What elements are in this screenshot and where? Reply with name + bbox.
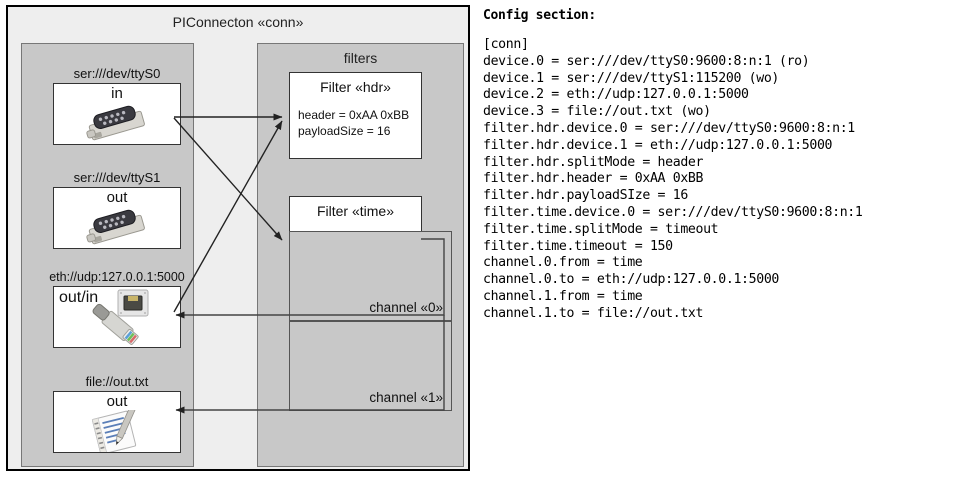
device-ttys0[interactable]: ser:///dev/ttyS0 in — [53, 66, 181, 145]
config-line: filter.hdr.header = 0xAA 0xBB — [483, 171, 704, 187]
device-file[interactable]: file://out.txt out — [53, 374, 181, 453]
config-line: device.3 = file://out.txt (wo) — [483, 104, 711, 120]
config-line: channel.0.from = time — [483, 255, 643, 271]
device-file-box[interactable]: out — [53, 391, 181, 453]
device-eth-label: eth://udp:127.0.0.1:5000 — [49, 270, 185, 284]
device-file-direction: out — [106, 393, 128, 410]
device-ttys1-direction: out — [106, 189, 128, 206]
config-line: filter.time.splitMode = timeout — [483, 221, 719, 237]
filter-hdr-properties: header = 0xAA 0xBB payloadSize = 16 — [298, 107, 421, 139]
config-section-heading: Config section: — [483, 8, 596, 23]
device-ttys1-box[interactable]: out — [53, 187, 181, 249]
filter-hdr-prop-header: header = 0xAA 0xBB — [298, 108, 410, 122]
config-line: device.0 = ser:///dev/ttyS0:9600:8:n:1 (… — [483, 53, 810, 69]
diagram-title: PIConnecton «conn» — [172, 14, 304, 30]
config-line: [conn] — [483, 37, 529, 52]
device-ttys1[interactable]: ser:///dev/ttyS1 out — [53, 170, 181, 249]
config-line: filter.time.timeout = 150 — [483, 238, 673, 254]
device-eth[interactable]: eth://udp:127.0.0.1:5000 out/in — [49, 270, 185, 348]
channel-0-label: channel «0» — [369, 300, 443, 315]
filter-time-title: Filter «time» — [316, 203, 395, 219]
config-line: filter.time.device.0 = ser:///dev/ttyS0:… — [483, 204, 863, 220]
config-line: channel.1.to = file://out.txt — [483, 305, 704, 321]
serial-port-icon — [86, 105, 145, 141]
config-line: filter.hdr.device.1 = eth://udp:127.0.0.… — [483, 137, 833, 153]
device-file-label: file://out.txt — [85, 374, 149, 389]
channel-0[interactable]: channel «0» — [289, 231, 452, 321]
serial-port-icon — [86, 209, 145, 245]
device-eth-box[interactable]: out/in — [53, 286, 181, 348]
filter-hdr-prop-payloadsize: payloadSize = 16 — [298, 124, 391, 138]
config-line: filter.hdr.splitMode = header — [483, 154, 704, 170]
config-line: filter.hdr.device.0 = ser:///dev/ttyS0:9… — [483, 120, 855, 136]
device-eth-direction: out/in — [59, 289, 99, 306]
config-line: filter.hdr.payloadSIze = 16 — [483, 188, 688, 204]
filters-panel: filters Filter «hdr» header = 0xAA 0xBB … — [257, 43, 464, 467]
connection-diagram: PIConnecton «conn» ser:///dev/ttyS0 in — [6, 5, 470, 471]
filters-panel-title: filters — [343, 50, 378, 66]
ethernet-plug-icon — [92, 289, 149, 345]
device-ttys0-direction: in — [111, 85, 123, 102]
config-line: channel.0.to = eth://udp:127.0.0.1:5000 — [483, 272, 779, 288]
text-document-icon — [91, 410, 137, 452]
config-section: Config section: [conn]device.0 = ser:///… — [483, 8, 961, 323]
device-ttys1-label: ser:///dev/ttyS1 — [73, 170, 161, 185]
channel-1[interactable]: channel «1» — [289, 321, 452, 411]
channel-1-label: channel «1» — [369, 390, 443, 405]
config-line: device.2 = eth://udp:127.0.0.1:5000 — [483, 87, 749, 103]
device-ttys0-box[interactable]: in — [53, 83, 181, 145]
filter-hdr[interactable]: Filter «hdr» header = 0xAA 0xBB payloadS… — [289, 72, 422, 159]
filter-hdr-title: Filter «hdr» — [320, 79, 391, 95]
device-ttys0-label: ser:///dev/ttyS0 — [73, 66, 161, 81]
config-line: device.1 = ser:///dev/ttyS1:115200 (wo) — [483, 70, 779, 86]
config-line: channel.1.from = time — [483, 288, 643, 304]
devices-panel: ser:///dev/ttyS0 in — [21, 43, 194, 467]
config-listing: [conn]device.0 = ser:///dev/ttyS0:9600:8… — [483, 37, 961, 323]
